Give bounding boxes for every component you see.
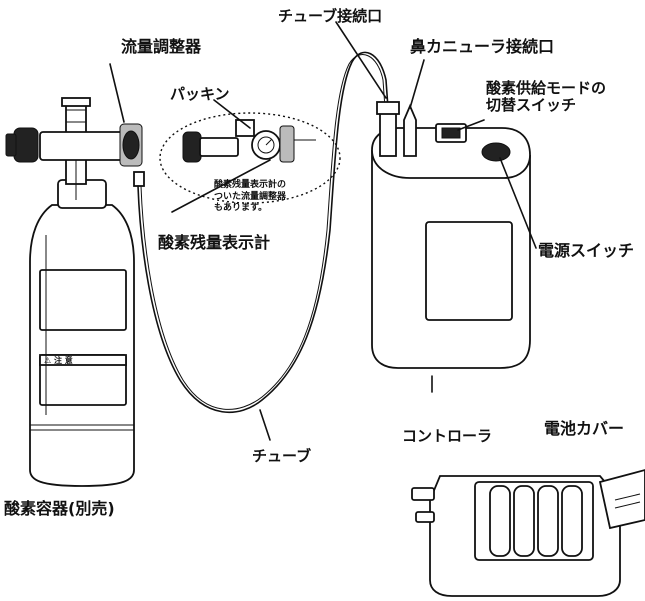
power-switch-label: 電源スイッチ (538, 241, 635, 260)
gauge-label: 酸素残量表示計 (158, 233, 271, 252)
leader-lines (109, 21, 537, 441)
tube-line (137, 51, 389, 413)
flow-regulator-label: 流量調整器 (121, 37, 202, 56)
regulator-note-line-1: 酸素残量表示計の (214, 180, 287, 190)
oxygen-cylinder (29, 179, 135, 487)
battery-cover-label: 電池カバー (544, 419, 625, 438)
regulator-note: 酸素残量表示計の ついた流量調整器 もあります。 (214, 180, 286, 215)
regulator-note-line-3: もあります。 (214, 203, 268, 214)
controller-unit (371, 101, 531, 369)
tube-label: チューブ (252, 447, 312, 465)
regulator-note-line-2: ついた流量調整器 (214, 191, 287, 202)
mode-switch-label: 酸素供給モードの 切替スイッチ (486, 79, 607, 115)
battery-unit (411, 469, 645, 597)
packing-label: パッキン (170, 85, 230, 103)
flow-regulator-device (5, 97, 145, 200)
cylinder-warning-label: ⚠ 注 意 (44, 356, 73, 365)
cylinder-label: 酸素容器(別売) (4, 499, 115, 518)
regulator-inset (159, 112, 341, 204)
cannula-port-label: 鼻カニューラ接続口 (410, 37, 555, 56)
controller-label: コントローラ (402, 427, 493, 445)
mode-switch-line-1: 酸素供給モードの (486, 79, 607, 97)
tube-port-label: チューブ接続口 (278, 7, 383, 25)
mode-switch-line-2: 切替スイッチ (486, 96, 577, 115)
